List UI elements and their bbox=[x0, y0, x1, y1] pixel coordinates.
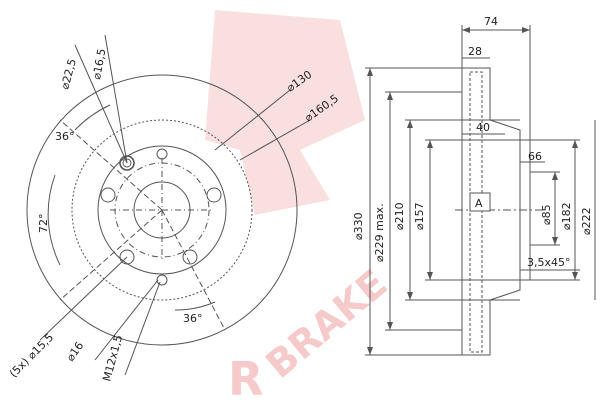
label-d229: ⌀229 max. bbox=[373, 203, 386, 262]
hub-outer bbox=[97, 145, 227, 275]
leader-d22-5 bbox=[74, 44, 128, 164]
leader-d16 bbox=[94, 279, 159, 361]
label-d210: ⌀210 bbox=[393, 202, 406, 230]
watermark-logo-letter: R bbox=[228, 352, 263, 400]
arrow-d157-top bbox=[427, 140, 433, 148]
label-d85: ⌀85 bbox=[540, 204, 553, 225]
disc-friction-inner bbox=[71, 119, 253, 301]
fixing-hole-2 bbox=[156, 274, 168, 286]
arrow-d85-top bbox=[552, 172, 558, 180]
label-w40: 40 bbox=[476, 121, 490, 134]
label-angle-36-bottom: 36° bbox=[183, 312, 203, 325]
arrow-d182-top bbox=[572, 140, 578, 148]
arrow-w74-right bbox=[522, 27, 530, 33]
vent-channel bbox=[469, 71, 483, 353]
arrow-d229-bottom bbox=[387, 322, 393, 330]
ref-a-box bbox=[469, 192, 491, 212]
label-angle-36-top: 36° bbox=[55, 130, 75, 143]
label-d222: ⌀222 bbox=[580, 207, 593, 235]
arrow-d210-bottom bbox=[407, 292, 413, 300]
leader-bolt bbox=[39, 256, 128, 341]
bolt-hole-1 bbox=[119, 155, 135, 171]
label-d22-5: ⌀22,5 bbox=[58, 57, 79, 90]
front-view bbox=[26, 34, 311, 376]
leader-d130 bbox=[214, 89, 291, 151]
label-d157: ⌀157 bbox=[413, 202, 426, 230]
side-view bbox=[365, 25, 596, 356]
label-ref-a: A bbox=[475, 197, 483, 210]
bolt-hole-5 bbox=[100, 187, 116, 203]
arrow-d330-bottom bbox=[367, 347, 373, 355]
dimension-arrows bbox=[367, 27, 578, 355]
label-d16: ⌀16 bbox=[64, 339, 86, 363]
angle-ray-3 bbox=[161, 209, 226, 331]
arrow-d330-top bbox=[367, 68, 373, 76]
label-w28: 28 bbox=[468, 45, 482, 58]
arrow-d182-bottom bbox=[572, 272, 578, 280]
label-bolt-holes: (5x) ⌀15,5 bbox=[7, 331, 56, 380]
label-w66: 66 bbox=[528, 150, 542, 163]
label-d330: ⌀330 bbox=[352, 212, 365, 240]
watermark-brand-text: BRAKE bbox=[258, 261, 396, 387]
leader-d160-5 bbox=[239, 119, 311, 161]
arrow-d157-bottom bbox=[427, 272, 433, 280]
label-w74: 74 bbox=[484, 15, 498, 28]
angle-arc-top bbox=[74, 104, 111, 131]
side-view-labels: 74 28 40 66 ⌀330 ⌀229 max. ⌀210 ⌀157 A ⌀… bbox=[352, 15, 593, 269]
watermark-logo-shape bbox=[205, 10, 365, 215]
angle-ray-2 bbox=[59, 209, 163, 301]
leader-d16-5 bbox=[104, 34, 128, 164]
arrow-d85-bottom bbox=[552, 237, 558, 245]
label-angle-72: 72° bbox=[37, 214, 50, 234]
disc-section-outline bbox=[461, 67, 521, 356]
label-chamfer: 3,5x45° bbox=[527, 256, 571, 269]
angle-arc-bottom bbox=[174, 301, 216, 311]
arrow-d229-top bbox=[387, 92, 393, 100]
label-thread: M12x1,5 bbox=[100, 334, 125, 383]
arrow-w74-left bbox=[462, 27, 470, 33]
bolt-hole-1-inner bbox=[122, 158, 132, 168]
angle-arc-left bbox=[47, 174, 61, 266]
bolt-hole-3 bbox=[182, 249, 198, 265]
leader-thread bbox=[124, 281, 161, 376]
disc-outer-edge bbox=[26, 74, 298, 346]
bolt-hole-2 bbox=[206, 187, 222, 203]
arrow-d210-top bbox=[407, 120, 413, 128]
angle-ray-1 bbox=[59, 119, 163, 211]
bolt-hole-4 bbox=[119, 249, 135, 265]
fixing-hole-1 bbox=[156, 148, 168, 160]
label-d16-5: ⌀16,5 bbox=[90, 48, 108, 81]
label-d182: ⌀182 bbox=[560, 202, 573, 230]
